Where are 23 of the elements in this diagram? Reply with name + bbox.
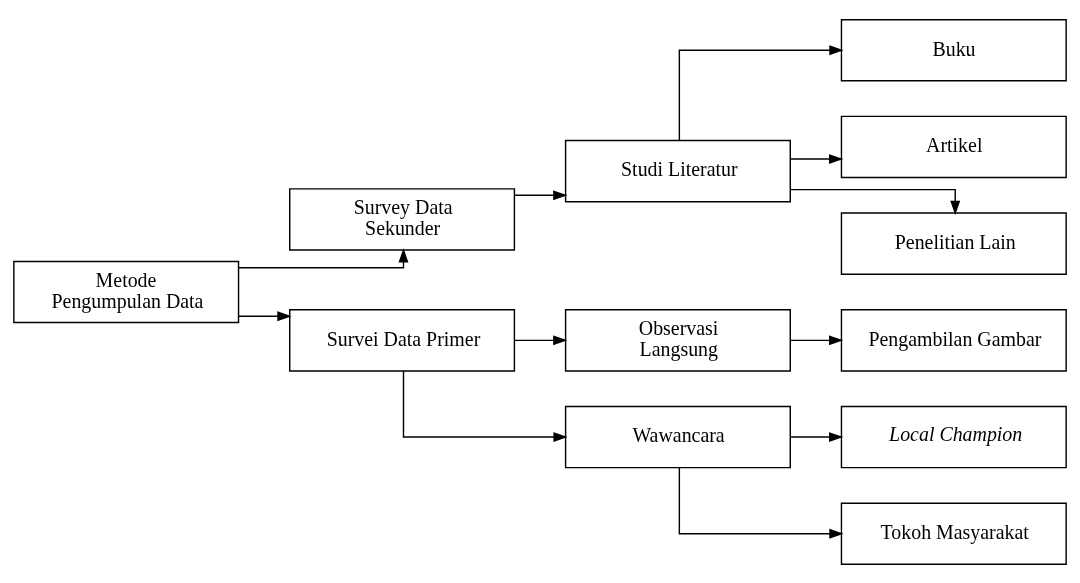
node-box: Penelitian Lain bbox=[840, 211, 1067, 275]
node-box: Metode Pengumpulan Data bbox=[13, 260, 240, 323]
arrow bbox=[513, 334, 568, 345]
arrow bbox=[789, 334, 844, 345]
node-box: Survei Data Primer bbox=[289, 308, 516, 372]
node-box: Tokoh Masyarakat bbox=[840, 501, 1067, 565]
arrow bbox=[513, 189, 568, 200]
arrow bbox=[678, 44, 844, 141]
arrow bbox=[238, 310, 292, 321]
arrow bbox=[678, 466, 844, 539]
arrow bbox=[789, 188, 961, 215]
node-box: Pengambilan Gambar bbox=[840, 308, 1067, 372]
arrow bbox=[789, 431, 844, 442]
node-box: Buku bbox=[840, 18, 1067, 82]
arrow bbox=[402, 369, 568, 442]
node-box: Wawancara bbox=[564, 405, 791, 468]
node-box: Artikel bbox=[840, 115, 1067, 178]
node-box: Studi Literatur bbox=[564, 139, 791, 202]
node-box: Survey Data Sekunder bbox=[289, 187, 516, 251]
node-box: Local Champion bbox=[840, 405, 1067, 468]
arrow bbox=[237, 247, 409, 269]
arrow bbox=[789, 153, 844, 164]
node-box: Observasi Langsung bbox=[564, 308, 791, 372]
